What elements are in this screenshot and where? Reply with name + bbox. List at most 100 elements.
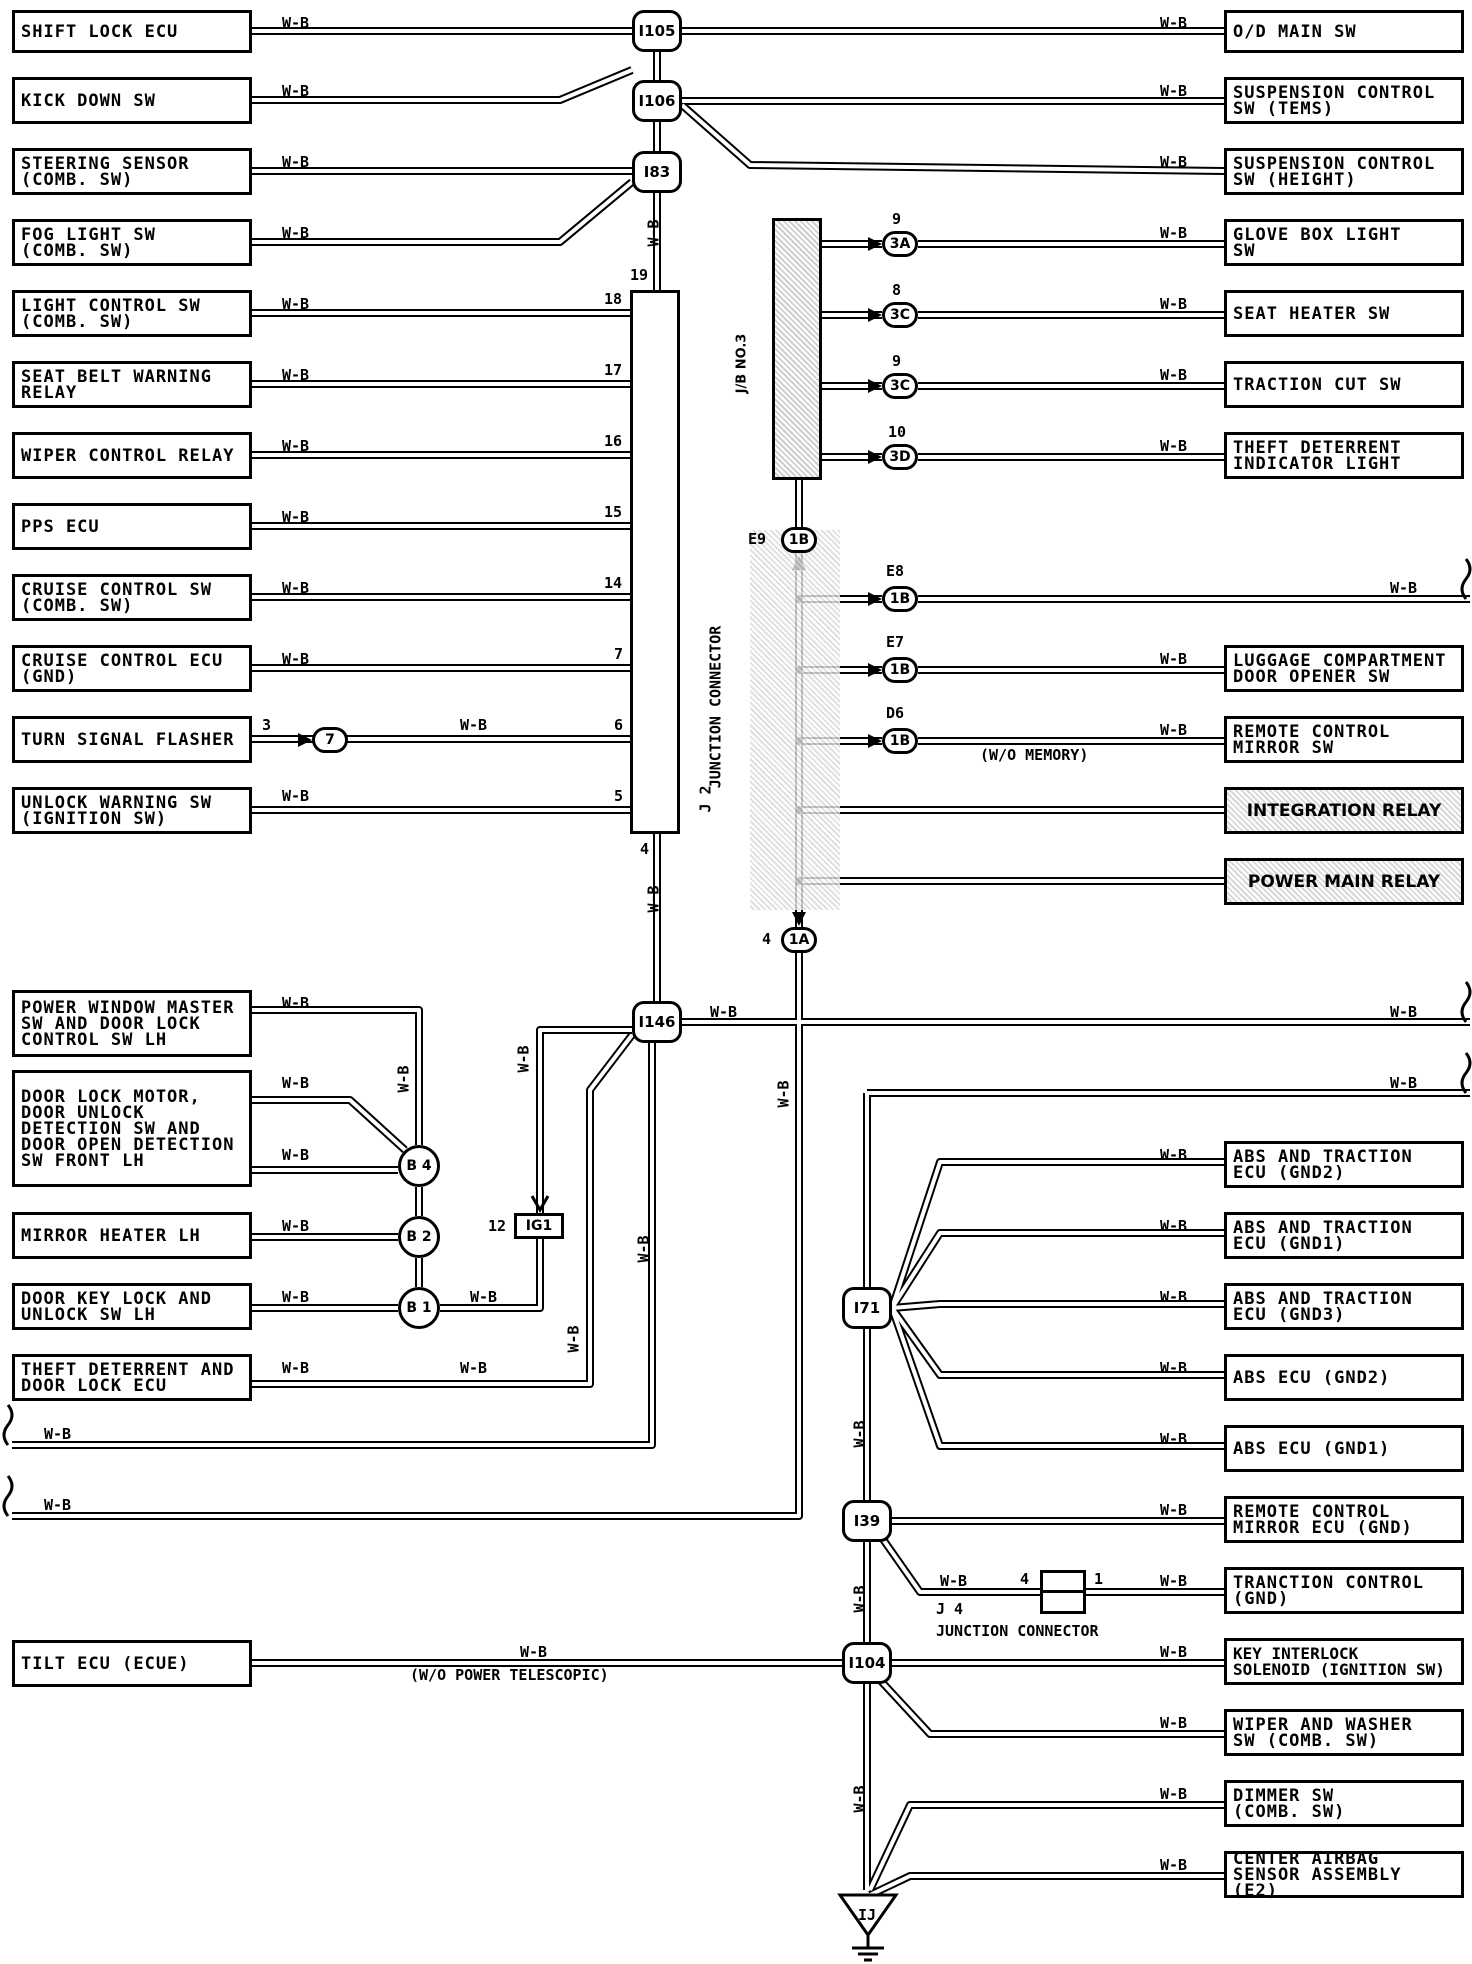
wire-height <box>679 102 1225 175</box>
wire-i104-wiper-core <box>878 1678 1224 1736</box>
pps-ecu-box: PPS ECU <box>12 503 252 550</box>
pin-16: 16 <box>604 432 623 450</box>
abs-traction-ecu-gnd2-box: ABS AND TRACTION ECU (GND2) <box>1224 1141 1464 1188</box>
door-lock-motor-box: DOOR LOCK MOTOR, DOOR UNLOCK DETECTION S… <box>12 1070 252 1187</box>
wire-airbag-core <box>869 1874 1224 1897</box>
wire-color-label: W-B <box>460 1359 488 1377</box>
jb3-label: J/B NO.3 <box>734 333 750 394</box>
fog-light-sw-box: FOG LIGHT SW (COMB. SW) <box>12 219 252 266</box>
arrow-head <box>868 663 882 677</box>
door-key-lock-sw-box: DOOR KEY LOCK AND UNLOCK SW LH <box>12 1283 252 1330</box>
pin-10: 10 <box>888 423 907 441</box>
wiper-washer-sw-box: WIPER AND WASHER SW (COMB. SW) <box>1224 1709 1464 1756</box>
wire-color-label: W-B <box>282 650 310 668</box>
wire-color-label: W-B <box>1160 82 1188 100</box>
steering-sensor-box: STEERING SENSOR (COMB. SW) <box>12 148 252 195</box>
splice-i71: I71 <box>842 1287 892 1329</box>
junction-connector-j4-label: JUNCTION CONNECTOR <box>936 1622 1099 1640</box>
code-e9: E9 <box>748 530 767 548</box>
wire-color-label-vertical: W-B <box>514 1045 533 1073</box>
code-e7: E7 <box>886 633 905 651</box>
junction-connector-j2-bar <box>630 290 680 834</box>
arrow-head <box>868 734 882 748</box>
wire-color-label: W-B <box>1160 1217 1188 1235</box>
wire-color-label: W-B <box>282 1288 310 1306</box>
pin-5: 5 <box>614 787 624 805</box>
pin-4-j4: 4 <box>1020 1570 1030 1588</box>
wire-color-label: W-B <box>1160 1288 1188 1306</box>
pin-18: 18 <box>604 290 623 308</box>
wire-kick-down-core <box>252 68 633 102</box>
traction-cut-sw-box: TRACTION CUT SW <box>1224 361 1464 408</box>
j4-label: J 4 <box>936 1600 964 1618</box>
arrow-head <box>868 450 882 464</box>
wire-color-label: W-B <box>1160 721 1188 739</box>
wire-fog-core <box>252 180 634 244</box>
wire-break <box>2 1475 14 1517</box>
wire-color-label-vertical: W-B <box>634 1235 653 1263</box>
turn-signal-flasher-box: TURN SIGNAL FLASHER <box>12 716 252 763</box>
wire-dlm1 <box>252 1096 408 1153</box>
cruise-control-ecu-box: CRUISE CONTROL ECU (GND) <box>12 645 252 692</box>
mirror-heater-lh-box: MIRROR HEATER LH <box>12 1212 252 1259</box>
wire-i71-4-core <box>890 1307 1224 1448</box>
wire-color-label-vertical: W-B <box>850 1420 869 1448</box>
connector-b4: B 4 <box>398 1145 440 1187</box>
wire-color-label: W-B <box>1160 153 1188 171</box>
light-control-sw-box: LIGHT CONTROL SW (COMB. SW) <box>12 290 252 337</box>
connector-3c-traction: 3C <box>882 373 918 399</box>
wire-height-core <box>680 103 1225 173</box>
wire-color-label-vertical: W-B <box>564 1325 583 1353</box>
theft-deterrent-indicator-box: THEFT DETERRENT INDICATOR LIGHT <box>1224 432 1464 479</box>
splice-i106: I106 <box>632 80 682 122</box>
wire-dlm1-core <box>252 1098 407 1152</box>
wire-color-label: W-B <box>940 1572 968 1590</box>
wire-color-label: W-B <box>44 1496 72 1514</box>
wire-1a-bottom-core <box>12 953 801 1518</box>
wire-color-label: W-B <box>282 579 310 597</box>
connector-b2: B 2 <box>398 1216 440 1258</box>
wire-color-label: W-B <box>460 716 488 734</box>
connector-1b-e9: 1B <box>781 527 817 553</box>
abs-ecu-gnd2-box: ABS ECU (GND2) <box>1224 1354 1464 1401</box>
wire-color-label: W-B <box>1160 1856 1188 1874</box>
arrow-down <box>792 912 806 926</box>
wire-color-label: W-B <box>1160 1714 1188 1732</box>
wire-theft-core <box>252 1033 634 1386</box>
wire-i71-3-core <box>890 1306 1224 1377</box>
unlock-warning-sw-box: UNLOCK WARNING SW (IGNITION SW) <box>12 787 252 834</box>
theft-deterrent-ecu-box: THEFT DETERRENT AND DOOR LOCK ECU <box>12 1354 252 1401</box>
wire-color-label: W-B <box>282 153 310 171</box>
traction-control-gnd-box: TRANCTION CONTROL (GND) <box>1224 1567 1464 1614</box>
od-main-sw-box: O/D MAIN SW <box>1224 10 1464 53</box>
wire-color-label: W-B <box>1390 579 1418 597</box>
arrow-head <box>868 592 882 606</box>
connector-3a: 3A <box>882 231 918 257</box>
power-window-master-sw-box: POWER WINDOW MASTER SW AND DOOR LOCK CON… <box>12 990 252 1057</box>
wire-i71-0-core <box>890 1160 1224 1309</box>
abs-traction-ecu-gnd3-box: ABS AND TRACTION ECU (GND3) <box>1224 1283 1464 1330</box>
pin-14: 14 <box>604 574 623 592</box>
abs-traction-ecu-gnd1-box: ABS AND TRACTION ECU (GND1) <box>1224 1212 1464 1259</box>
code-e8: E8 <box>886 562 905 580</box>
arrow-head <box>868 308 882 322</box>
wire-color-label-vertical: W-B <box>850 1585 869 1613</box>
wire-dimmer-core <box>868 1803 1224 1891</box>
center-airbag-sensor-box: CENTER AIRBAG SENSOR ASSEMBLY (E2) <box>1224 1850 1464 1899</box>
pin-15: 15 <box>604 503 623 521</box>
wire-airbag <box>868 1872 1224 1899</box>
wire-color-label: W-B <box>282 1146 310 1164</box>
dimmer-sw-box: DIMMER SW (COMB. SW) <box>1224 1780 1464 1827</box>
pin-7: 7 <box>614 645 624 663</box>
connector-3c-seat: 3C <box>882 302 918 328</box>
wire-color-label: W-B <box>1160 366 1188 384</box>
ground-lines <box>852 1935 884 1962</box>
wo-memory-label: (W/O MEMORY) <box>980 746 1089 764</box>
arrow-ig1 <box>530 1195 550 1214</box>
wire-color-label: W-B <box>1160 1643 1188 1661</box>
wire-color-label: W-B <box>282 1217 310 1235</box>
pin-4: 4 <box>640 840 650 858</box>
splice-i83: I83 <box>632 151 682 193</box>
remote-control-mirror-ecu-box: REMOTE CONTROL MIRROR ECU (GND) <box>1224 1496 1464 1543</box>
wire-ig1-core <box>538 1028 632 1213</box>
